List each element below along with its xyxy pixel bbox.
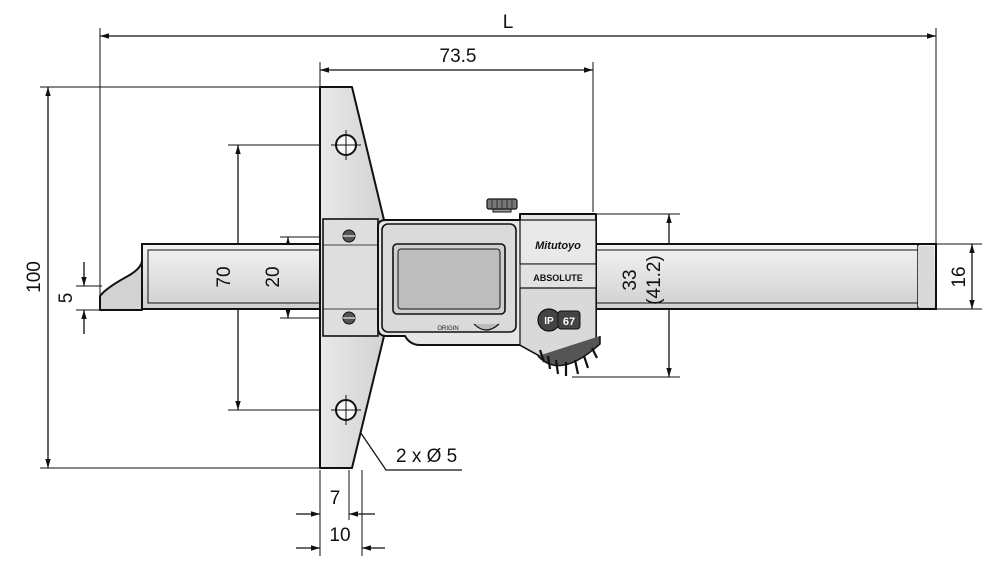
digital-head: ORIGIN Mitutoyo ABSOLUTE IP 67 bbox=[377, 198, 601, 376]
dimension-labels: L 73.5 100 70 20 5 33 (41.2) 16 7 10 2 x… bbox=[24, 12, 970, 546]
svg-text:IP: IP bbox=[544, 316, 554, 327]
dim-hook-height: 5 bbox=[56, 293, 77, 304]
dim-hole-spacing: 70 bbox=[214, 266, 235, 287]
dim-beam-height: 16 bbox=[949, 266, 970, 287]
dim-rod-height: 20 bbox=[263, 266, 284, 287]
dim-body-width: 73.5 bbox=[440, 46, 477, 67]
thumb-roller-icon bbox=[537, 336, 601, 376]
brand-logo: Mitutoyo bbox=[535, 240, 581, 252]
dim-body-height-alt: (41.2) bbox=[644, 255, 665, 305]
extension-lines bbox=[40, 28, 982, 556]
mounting-hole-icon bbox=[331, 130, 361, 160]
mounting-hole-icon bbox=[331, 395, 361, 425]
origin-label: ORIGIN bbox=[437, 326, 458, 332]
base bbox=[319, 86, 385, 469]
screw-icon bbox=[342, 229, 356, 243]
dim-body-height: 33 bbox=[620, 269, 641, 290]
dim-base-thickness: 7 bbox=[330, 488, 341, 509]
dim-base-width: 10 bbox=[329, 525, 350, 546]
origin-button-icon bbox=[473, 323, 500, 331]
lock-screw-icon bbox=[486, 198, 518, 213]
dim-base-height: 100 bbox=[24, 261, 45, 293]
absolute-label: ABSOLUTE bbox=[533, 273, 583, 283]
ip-rating: 67 bbox=[563, 316, 575, 328]
dim-holes: 2 x Ø 5 bbox=[396, 446, 457, 467]
dim-length-l: L bbox=[503, 12, 514, 33]
ip-badge-icon: IP bbox=[537, 308, 581, 332]
screw-icon bbox=[342, 311, 356, 325]
